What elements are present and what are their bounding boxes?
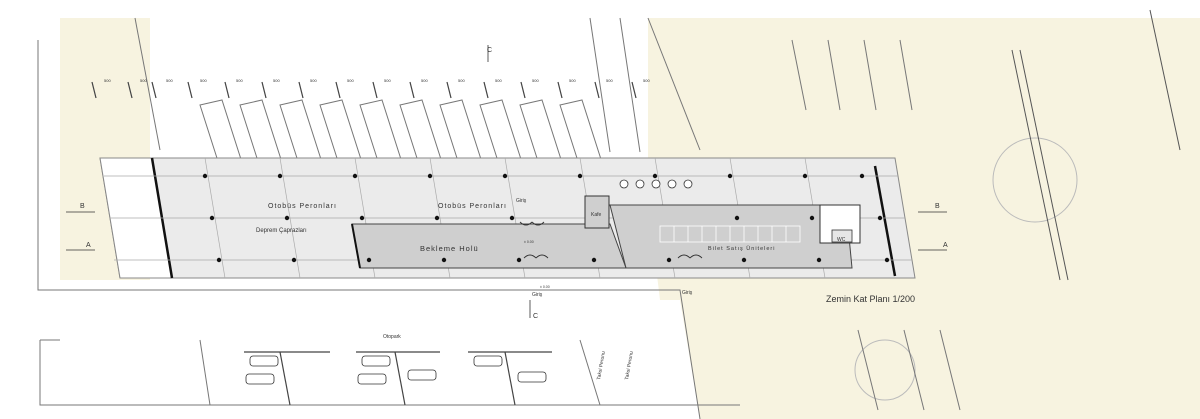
parking-stripes-top bbox=[91, 81, 637, 99]
dim-14: 500 bbox=[569, 78, 576, 83]
label-level-1: ± 0.00 bbox=[524, 240, 534, 244]
dim-11: 500 bbox=[458, 78, 465, 83]
dim-5: 500 bbox=[236, 78, 243, 83]
parked-cars bbox=[245, 355, 547, 385]
parking-bottom bbox=[244, 351, 552, 406]
label-bilet-satis: Bilet Satış Üniteleri bbox=[708, 245, 775, 252]
section-lines bbox=[66, 45, 947, 318]
dim-4: 500 bbox=[200, 78, 207, 83]
dim-2: 500 bbox=[140, 78, 147, 83]
wall-right bbox=[873, 165, 897, 277]
dim-6: 500 bbox=[273, 78, 280, 83]
label-giris-bottom-right: Giriş bbox=[682, 290, 693, 296]
hall-wall bbox=[351, 223, 361, 269]
landscape-right bbox=[648, 18, 1200, 419]
right-site bbox=[791, 9, 1181, 411]
dim-1: 500 bbox=[104, 78, 111, 83]
building bbox=[99, 157, 916, 279]
wc-core bbox=[831, 229, 853, 243]
label-level-2: ± 0.00 bbox=[540, 285, 550, 289]
landscape-areas bbox=[60, 18, 1200, 419]
section-c-top: C bbox=[487, 47, 492, 54]
label-otobus-peronlari-2: Otobüs Peronları bbox=[438, 203, 507, 210]
section-a-left: A bbox=[86, 242, 91, 249]
cafe-tables bbox=[619, 179, 693, 189]
columns bbox=[202, 173, 890, 263]
label-giris-bottom-left: Giriş bbox=[532, 292, 543, 298]
section-c-bottom: C bbox=[533, 313, 538, 320]
section-b-right: B bbox=[935, 203, 940, 210]
dim-10: 500 bbox=[421, 78, 428, 83]
dimension-labels: 500 500 500 500 500 500 500 500 500 500 … bbox=[104, 78, 650, 83]
label-otobus-peronlari-1: Otobüs Peronları bbox=[268, 203, 337, 210]
label-taksi-peronu-1: Taksi Peronu bbox=[596, 351, 607, 381]
label-deprem-caprazlari: Deprem Çaprazları bbox=[256, 228, 307, 234]
label-wc: WC bbox=[837, 237, 846, 243]
entrance-doors bbox=[519, 221, 703, 259]
ticket-units bbox=[659, 225, 801, 243]
kafe-room bbox=[584, 195, 610, 229]
dim-9: 500 bbox=[384, 78, 391, 83]
site-edges bbox=[37, 17, 740, 419]
label-kafe: Kafe bbox=[591, 212, 602, 218]
ticket-area bbox=[609, 204, 853, 269]
dim-7: 500 bbox=[310, 78, 317, 83]
dim-8: 500 bbox=[347, 78, 354, 83]
waiting-hall bbox=[351, 223, 627, 269]
label-plan-title: Zemin Kat Planı 1/200 bbox=[826, 294, 915, 304]
label-taksi-peronu-2: Taksi Peronu bbox=[624, 351, 635, 381]
label-giris-top: Giriş bbox=[516, 198, 527, 204]
dim-3: 500 bbox=[166, 78, 173, 83]
label-bekleme-holu: Bekleme Holü bbox=[420, 244, 479, 253]
dim-12: 500 bbox=[495, 78, 502, 83]
dim-15: 500 bbox=[606, 78, 613, 83]
dim-16: 500 bbox=[643, 78, 650, 83]
label-otopark: Otopark bbox=[383, 334, 401, 340]
section-b-left: B bbox=[80, 203, 85, 210]
dim-13: 500 bbox=[532, 78, 539, 83]
section-a-right: A bbox=[943, 242, 948, 249]
